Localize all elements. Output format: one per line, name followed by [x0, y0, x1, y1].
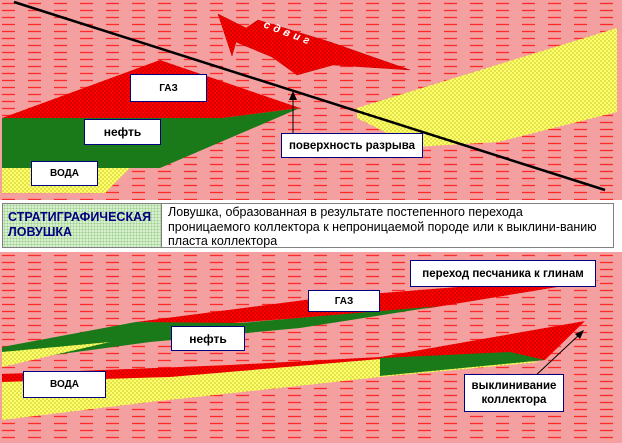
oil-label: нефть	[84, 119, 161, 145]
pinchout-pointer	[532, 333, 581, 379]
stratigraphic-trap-diagram: переход песчаника к глинам ГАЗ нефть ВОД…	[0, 252, 622, 443]
gas-label-bottom: ГАЗ	[308, 290, 380, 312]
gas-label: ГАЗ	[130, 74, 207, 102]
upper-water-layer	[2, 342, 110, 367]
oil-label-bottom: нефть	[171, 326, 245, 351]
sandstone-layer-right	[357, 28, 617, 147]
sand-to-clay-label: переход песчаника к глинам	[410, 260, 596, 287]
fault-line	[13, 0, 606, 192]
trap-description: Ловушка, образованная в результате посте…	[162, 203, 614, 248]
fault-pointer-head	[289, 91, 297, 100]
lower-water-layer	[2, 359, 540, 420]
fault-surface-label: поверхность разрыва	[281, 133, 423, 158]
pinchout-pointer-head	[575, 330, 584, 339]
water-label: ВОДА	[31, 161, 98, 186]
fault-arrow	[217, 13, 411, 76]
fault-trap-svg: сдвиг	[0, 0, 622, 200]
trap-type-title: СТРАТИГРАФИЧЕСКАЯ ЛОВУШКА	[2, 203, 162, 248]
water-label-bottom: ВОДА	[23, 371, 106, 398]
fault-trap-diagram: сдвиг ГАЗ нефть ВОДА поверхность разрыва	[0, 0, 622, 200]
lower-oil-layer	[380, 352, 545, 376]
pinchout-label: выклинивание коллектора	[464, 374, 564, 412]
